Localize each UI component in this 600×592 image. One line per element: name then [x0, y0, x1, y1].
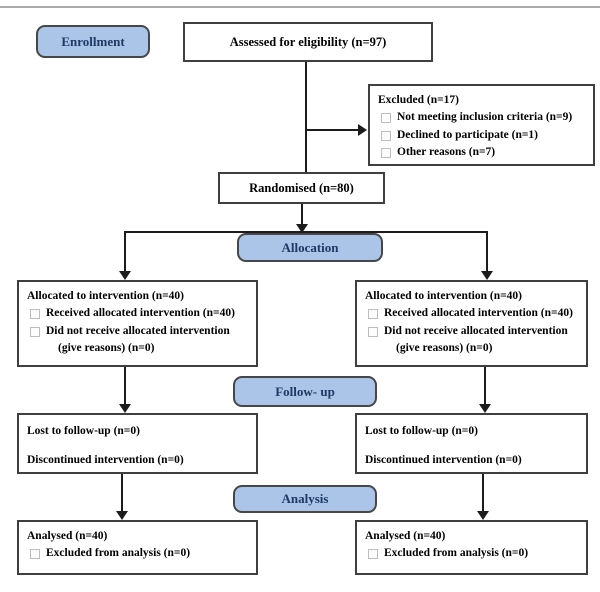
- allocated-left-item-1-text: Received allocated intervention (n=40): [46, 307, 235, 320]
- randomised-box: Randomised (n=80): [218, 172, 385, 204]
- bullet-square-icon: [381, 113, 391, 124]
- followup-right-box: Lost to follow-up (n=0) Discontinued int…: [355, 413, 588, 474]
- arrowhead-analysis-left: [116, 511, 128, 520]
- connector-allocation-branch: [124, 231, 488, 233]
- arrowhead-allocation: [296, 224, 308, 233]
- excluded-item-2: Declined to participate (n=1): [378, 127, 588, 144]
- excluded-item-3: Other reasons (n=7): [378, 144, 588, 161]
- analysed-left-title: Analysed (n=40): [27, 530, 108, 542]
- allocated-left-title: Allocated to intervention (n=40): [27, 290, 184, 302]
- stage-label-followup-text: Follow- up: [275, 383, 335, 399]
- connector-alloc-to-followup-right: [484, 367, 486, 404]
- allocated-right-item-1: Received allocated intervention (n=40): [365, 305, 581, 322]
- stage-label-analysis: Analysis: [233, 485, 377, 513]
- arrowhead-alloc-left: [119, 271, 131, 280]
- excluded-item-2-text: Declined to participate (n=1): [397, 128, 539, 141]
- assessed-eligibility-text: Assessed for eligibility (n=97): [229, 34, 387, 49]
- assessed-eligibility-box: Assessed for eligibility (n=97): [183, 22, 433, 62]
- bullet-square-icon: [30, 309, 40, 320]
- bullet-square-icon: [30, 326, 40, 337]
- allocated-right-item-2-text: Did not receive allocated intervention: [384, 324, 568, 337]
- stage-label-enrollment: Enrollment: [36, 25, 150, 58]
- stage-label-followup: Follow- up: [233, 376, 377, 407]
- allocated-left-item-2: Did not receive allocated intervention: [27, 323, 251, 340]
- arrowhead-followup-right: [479, 404, 491, 413]
- bullet-square-icon: [368, 549, 378, 560]
- followup-right-line1: Lost to follow-up (n=0): [365, 425, 478, 437]
- connector-randomised-to-allocation: [301, 204, 303, 225]
- top-rule: [0, 6, 600, 8]
- allocated-right-item-2-cont: (give reasons) (n=0): [396, 341, 493, 354]
- analysed-left-box: Analysed (n=40) Excluded from analysis (…: [17, 520, 258, 575]
- allocated-left-item-2-cont: (give reasons) (n=0): [58, 341, 155, 354]
- connector-branch-right: [486, 231, 488, 272]
- allocated-right-box: Allocated to intervention (n=40) Receive…: [355, 280, 588, 367]
- allocated-left-item-2-text: Did not receive allocated intervention: [46, 324, 230, 337]
- allocated-right-title: Allocated to intervention (n=40): [365, 290, 522, 302]
- bullet-square-icon: [30, 549, 40, 560]
- analysed-right-item-text: Excluded from analysis (n=0): [384, 547, 529, 560]
- stage-label-allocation-text: Allocation: [281, 239, 339, 255]
- arrowhead-analysis-right: [477, 511, 489, 520]
- analysed-right-box: Analysed (n=40) Excluded from analysis (…: [355, 520, 588, 575]
- excluded-item-3-text: Other reasons (n=7): [397, 145, 496, 158]
- excluded-title: Excluded (n=17): [378, 94, 459, 106]
- followup-left-box: Lost to follow-up (n=0) Discontinued int…: [17, 413, 258, 474]
- followup-right-line2: Discontinued intervention (n=0): [365, 454, 522, 467]
- bullet-square-icon: [381, 147, 391, 158]
- analysed-right-title: Analysed (n=40): [365, 530, 446, 542]
- connector-followup-to-analysis-right: [482, 474, 484, 511]
- arrowhead-excluded: [358, 124, 367, 136]
- stage-label-enrollment-text: Enrollment: [61, 33, 125, 49]
- allocated-left-item-1: Received allocated intervention (n=40): [27, 305, 251, 322]
- excluded-item-1: Not meeting inclusion criteria (n=9): [378, 109, 588, 126]
- allocated-left-box: Allocated to intervention (n=40) Receive…: [17, 280, 258, 367]
- followup-left-line2: Discontinued intervention (n=0): [27, 454, 184, 467]
- arrowhead-alloc-right: [481, 271, 493, 280]
- allocated-right-item-2: Did not receive allocated intervention: [365, 323, 581, 340]
- analysed-left-item-text: Excluded from analysis (n=0): [46, 547, 191, 560]
- connector-alloc-to-followup-left: [124, 367, 126, 404]
- randomised-text: Randomised (n=80): [249, 180, 354, 195]
- stage-label-analysis-text: Analysis: [281, 491, 329, 506]
- analysed-left-item: Excluded from analysis (n=0): [27, 545, 251, 562]
- analysed-right-item: Excluded from analysis (n=0): [365, 545, 581, 562]
- bullet-square-icon: [368, 309, 378, 320]
- stage-label-allocation: Allocation: [237, 233, 383, 262]
- connector-assessed-to-randomised: [305, 62, 307, 172]
- arrowhead-followup-left: [119, 404, 131, 413]
- followup-left-line1: Lost to follow-up (n=0): [27, 425, 140, 437]
- excluded-box: Excluded (n=17) Not meeting inclusion cr…: [368, 84, 595, 166]
- connector-branch-left: [124, 231, 126, 272]
- bullet-square-icon: [381, 130, 391, 141]
- allocated-right-item-1-text: Received allocated intervention (n=40): [384, 307, 573, 320]
- connector-followup-to-analysis-left: [121, 474, 123, 511]
- excluded-item-1-text: Not meeting inclusion criteria (n=9): [397, 111, 573, 124]
- connector-to-excluded: [306, 129, 359, 131]
- bullet-square-icon: [368, 326, 378, 337]
